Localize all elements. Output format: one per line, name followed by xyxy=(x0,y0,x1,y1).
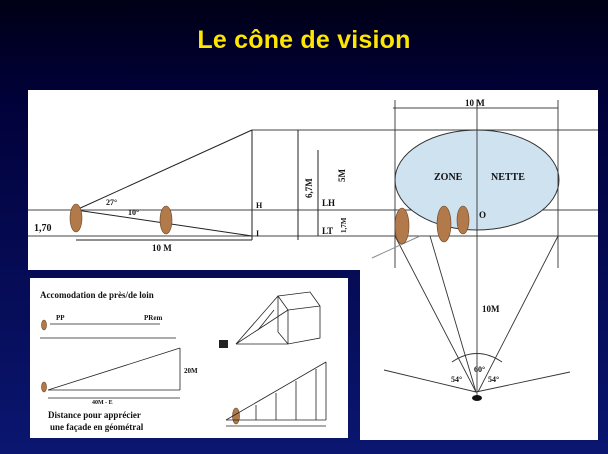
angle-60-label: 60° xyxy=(474,365,485,374)
zone-label: ZONE xyxy=(434,172,463,183)
inset-lines xyxy=(40,323,181,399)
point-o-label: O xyxy=(479,210,486,220)
figure-zone-2 xyxy=(436,205,452,243)
inset-near-label: PP xyxy=(56,314,65,322)
figure-inset-2 xyxy=(41,381,47,393)
lt-label: LT xyxy=(322,226,333,236)
dimension-6-7m-label: 6,7M xyxy=(304,178,314,198)
point-h-label: H xyxy=(256,201,263,210)
point-i-label: I xyxy=(256,229,259,238)
sketch-viewer-marker xyxy=(219,340,228,348)
eye-height-label: 1,70 xyxy=(34,223,52,234)
slide-title: Le cône de vision xyxy=(197,26,411,54)
distance-top-label: 10 M xyxy=(465,98,485,108)
figure-zone-1 xyxy=(394,207,410,245)
viewer-eye-marker xyxy=(472,395,482,401)
inset-title: Accomodation de près/de loin xyxy=(40,290,154,300)
dimension-1-7m-label: 1,7M xyxy=(340,217,348,233)
angle-right-label: 54° xyxy=(488,375,499,384)
angle-left-label: 54° xyxy=(451,375,462,384)
inset-base-label: 40M - E xyxy=(92,400,113,406)
figure-mid xyxy=(159,205,173,235)
nette-label: NETTE xyxy=(491,172,525,183)
lh-label: LH xyxy=(322,198,335,208)
distance-vertical-label: 10M xyxy=(482,304,500,314)
cone-lines xyxy=(383,235,571,393)
inset-dim-20m-label: 20M xyxy=(184,367,198,375)
shadow-line xyxy=(371,235,421,259)
human-figures xyxy=(41,203,470,425)
distance-left-label: 10 M xyxy=(152,243,172,253)
dimension-5m-label: 5M xyxy=(337,169,347,183)
inset-caption-line1: Distance pour apprécier xyxy=(48,410,141,420)
inset-panel xyxy=(30,278,348,438)
figure-observer xyxy=(69,203,83,233)
figure-zone-3 xyxy=(456,205,470,235)
building-sketch xyxy=(225,291,327,427)
inset-far-label: PRem xyxy=(144,314,162,322)
inset-caption-line2: une façade en géométral xyxy=(50,422,144,432)
angle-27-label: 27° xyxy=(106,198,117,207)
figure-inset-1 xyxy=(41,319,47,331)
angle-10-label: 10° xyxy=(128,208,139,217)
